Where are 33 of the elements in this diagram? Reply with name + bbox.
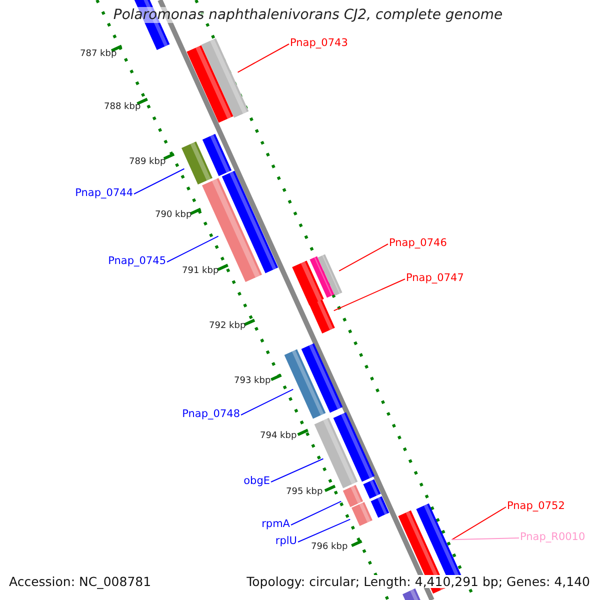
leader-line	[451, 506, 506, 540]
gene-label: Pnap_R0010	[520, 530, 586, 544]
accession-label: Accession: NC_008781	[9, 575, 152, 588]
position-label: 789 kbp	[129, 157, 166, 168]
leader-line	[237, 44, 290, 73]
position-label: 795 kbp	[286, 487, 323, 498]
gene-label: Pnap_0745	[108, 254, 166, 268]
gene-label: Pnap_0743	[290, 36, 348, 50]
position-label: 793 kbp	[234, 376, 271, 387]
leader-line	[240, 388, 294, 416]
gene-label: Pnap_0746	[389, 236, 447, 250]
gene-label: rplU	[275, 534, 297, 548]
leader-line	[338, 244, 388, 272]
gene-label: Pnap_0752	[507, 500, 565, 512]
leader-line	[298, 518, 351, 542]
gene-label: Pnap_0748	[182, 408, 240, 420]
position-label: 796 kbp	[311, 542, 348, 553]
leader-line	[166, 236, 219, 262]
leader-line	[134, 168, 185, 194]
gene-label: obgE	[244, 474, 270, 488]
leader-line	[290, 500, 342, 526]
position-label: 791 kbp	[182, 266, 219, 277]
gene-label: rpmA	[262, 518, 290, 530]
leader-line	[451, 538, 520, 540]
gene-label: Pnap_0744	[75, 186, 133, 200]
gene-label: Pnap_0747	[406, 272, 464, 284]
position-label: 787 kbp	[80, 49, 117, 60]
position-label: 794 kbp	[260, 431, 297, 442]
position-label: 792 kbp	[209, 321, 246, 332]
position-label: 788 kbp	[104, 102, 141, 113]
leader-line	[270, 458, 324, 482]
leader-line	[333, 278, 406, 312]
position-label: 790 kbp	[155, 210, 192, 221]
